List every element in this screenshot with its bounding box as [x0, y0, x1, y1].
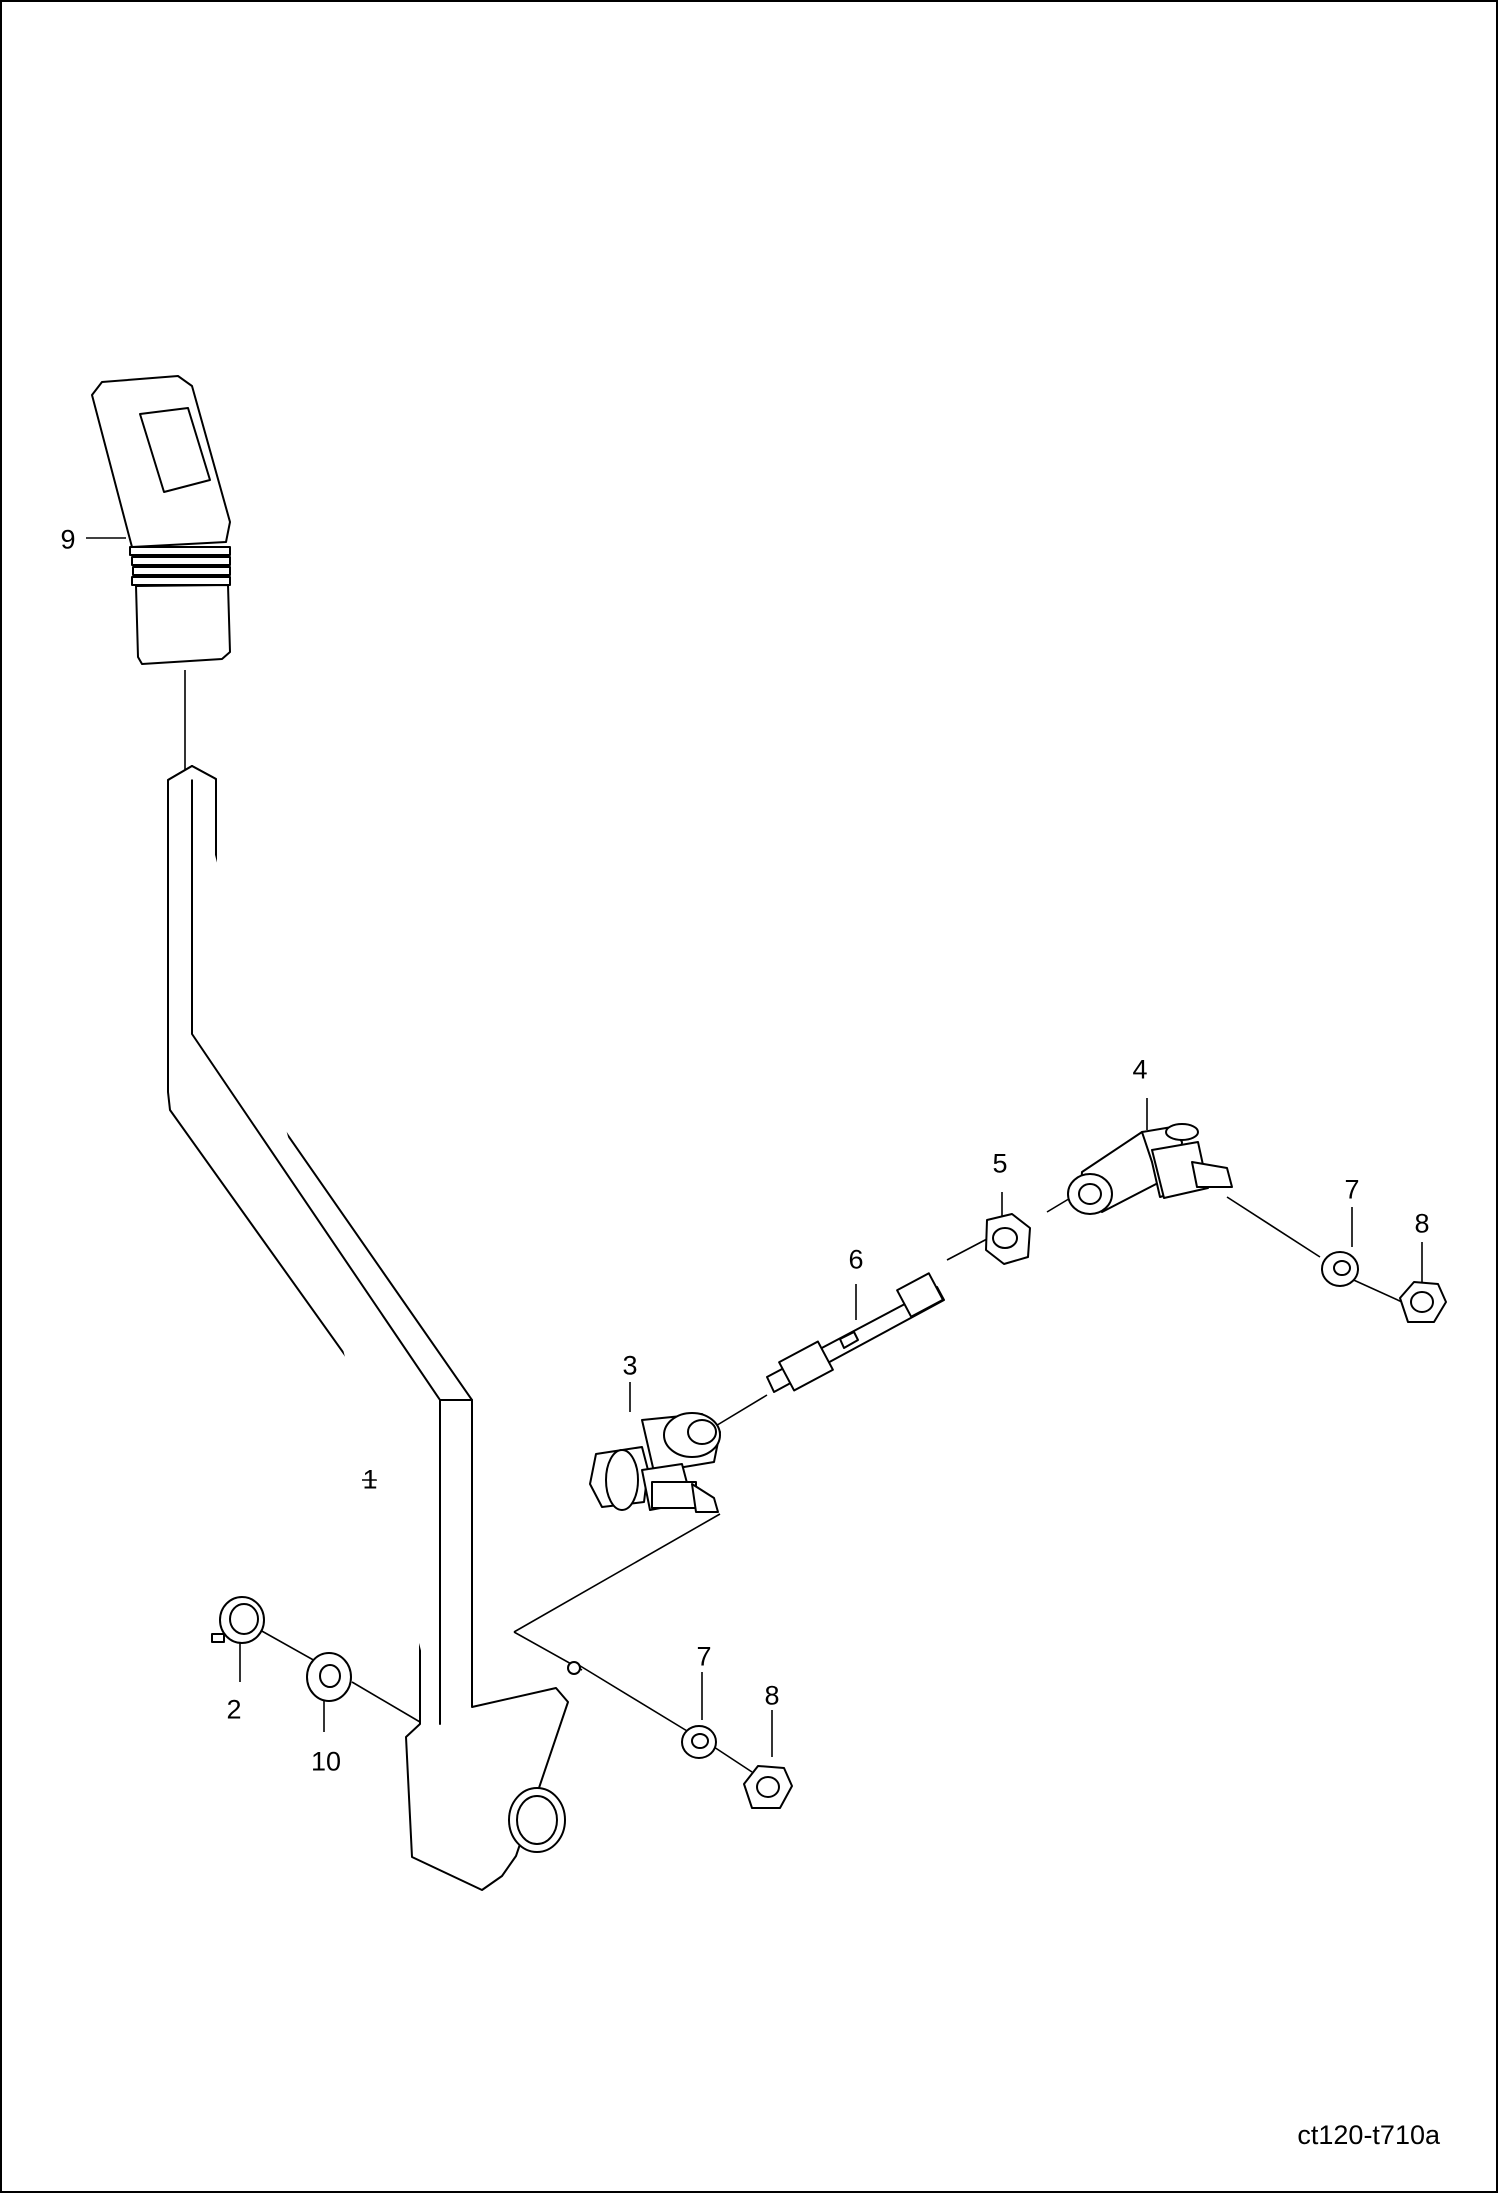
callout-5: 5 [992, 1148, 1008, 1179]
part-1-shift-lever [167, 765, 581, 1891]
callout-2: 2 [226, 1694, 242, 1725]
leader-lines [86, 537, 1423, 1773]
part-3-clevis [589, 1412, 721, 1513]
callout-10: 10 [310, 1746, 342, 1777]
callout-7-upper: 7 [1344, 1174, 1360, 1205]
callout-6: 6 [848, 1244, 864, 1275]
part-6-threaded-rod [766, 1272, 945, 1393]
part-7-lock-washer-lower [681, 1725, 717, 1759]
part-2-snap-ring [211, 1596, 265, 1644]
callout-8-lower: 8 [764, 1680, 780, 1711]
part-10-washer [306, 1652, 352, 1702]
callout-1: 1 [362, 1464, 378, 1495]
callout-7-lower: 7 [696, 1641, 712, 1672]
part-9-grip [91, 375, 231, 665]
part-7-lock-washer-upper [1321, 1251, 1359, 1287]
callout-3: 3 [622, 1350, 638, 1381]
part-8-hex-nut-lower [743, 1765, 793, 1809]
part-5-hex-nut [985, 1213, 1031, 1265]
callout-8-upper: 8 [1414, 1208, 1430, 1239]
part-4-clevis [1067, 1123, 1233, 1215]
figure-id: ct120-t710a [1297, 2120, 1440, 2150]
callout-4: 4 [1132, 1054, 1148, 1085]
part-8-hex-nut-upper [1399, 1281, 1447, 1323]
callout-9: 9 [60, 524, 76, 555]
